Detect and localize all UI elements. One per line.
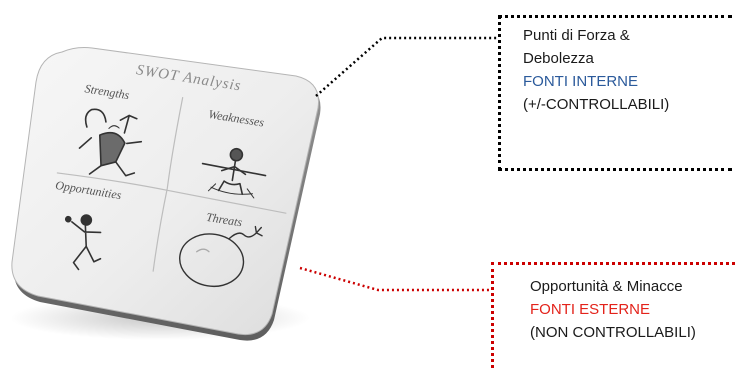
connector-external [300,268,491,290]
callout-internal-highlight: FONTI INTERNE [523,70,732,93]
callout-external-line3: (NON CONTROLLABILI) [530,321,735,344]
callout-internal-line2: Debolezza [523,47,732,70]
callout-internal-line1: Punti di Forza & [523,24,732,47]
callout-external-line1: Opportunità & Minacce [530,275,735,298]
callout-internal-sources: Punti di Forza & Debolezza FONTI INTERNE… [498,15,732,171]
callout-external-highlight: FONTI ESTERNE [530,298,735,321]
callout-internal-line4: (+/-CONTROLLABILI) [523,93,732,116]
callout-external-sources: Opportunità & Minacce FONTI ESTERNE (NON… [491,262,735,368]
connector-internal [316,38,498,96]
